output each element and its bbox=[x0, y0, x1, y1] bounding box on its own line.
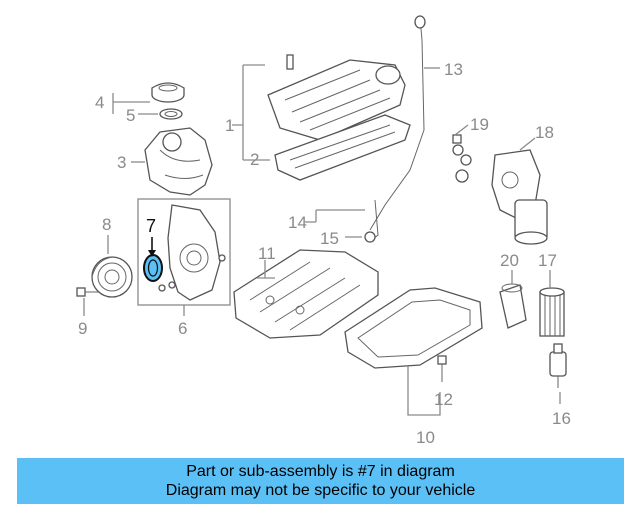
banner-line-2: Diagram may not be specific to your vehi… bbox=[165, 482, 476, 499]
oil-sensor-part bbox=[549, 343, 567, 388]
drain-plug-part bbox=[437, 355, 447, 382]
callout-14: 14 bbox=[288, 213, 307, 232]
callout-10: 10 bbox=[416, 428, 435, 447]
dipstick-tube-part bbox=[364, 199, 379, 243]
callout-16: 16 bbox=[552, 409, 571, 428]
pulley-bolt-part bbox=[76, 287, 98, 297]
banner-line-1: Part or sub-assembly is #7 in diagram bbox=[186, 463, 455, 480]
dipstick-part bbox=[369, 15, 426, 231]
info-banner: Part or sub-assembly is #7 in diagram Di… bbox=[17, 458, 624, 504]
callout-17: 17 bbox=[538, 251, 557, 270]
filler-seal-part bbox=[159, 108, 183, 120]
seal-kit-part bbox=[452, 134, 472, 183]
valve-cover-gasket-part bbox=[274, 114, 411, 181]
callout-8: 8 bbox=[102, 215, 111, 234]
valve-cover-part bbox=[267, 54, 406, 141]
callout-7-arrowhead bbox=[148, 250, 156, 257]
callout-2: 2 bbox=[250, 150, 259, 169]
callout-7: 7 bbox=[146, 216, 156, 236]
callout-3: 3 bbox=[117, 153, 126, 172]
callout-19: 19 bbox=[470, 115, 489, 134]
oil-filter-element-part bbox=[539, 287, 565, 337]
callout-4: 4 bbox=[95, 93, 104, 112]
callout-5: 5 bbox=[126, 106, 135, 125]
callout-13: 13 bbox=[444, 60, 463, 79]
crankshaft-seal-part-highlighted bbox=[143, 254, 163, 282]
oil-pan-part bbox=[344, 287, 483, 369]
callout-18: 18 bbox=[535, 123, 554, 142]
timing-cover-upper-part bbox=[144, 127, 213, 196]
parts-diagram: 4 5 3 1 2 13 14 15 19 bbox=[76, 15, 571, 447]
oil-filler-cap-part bbox=[151, 82, 185, 103]
callout-11: 11 bbox=[258, 244, 276, 263]
oil-baffle-part bbox=[233, 249, 379, 339]
callout-4-5-leader bbox=[112, 93, 158, 115]
callout-15: 15 bbox=[320, 229, 339, 248]
oil-filter-housing-part bbox=[491, 149, 548, 245]
callout-12: 12 bbox=[434, 390, 453, 409]
callout-1: 1 bbox=[225, 116, 234, 135]
crank-pulley-part bbox=[91, 256, 133, 298]
callout-9: 9 bbox=[78, 319, 87, 338]
callout-20: 20 bbox=[500, 251, 519, 270]
filter-cover-part bbox=[499, 283, 527, 329]
callout-6: 6 bbox=[178, 319, 187, 338]
